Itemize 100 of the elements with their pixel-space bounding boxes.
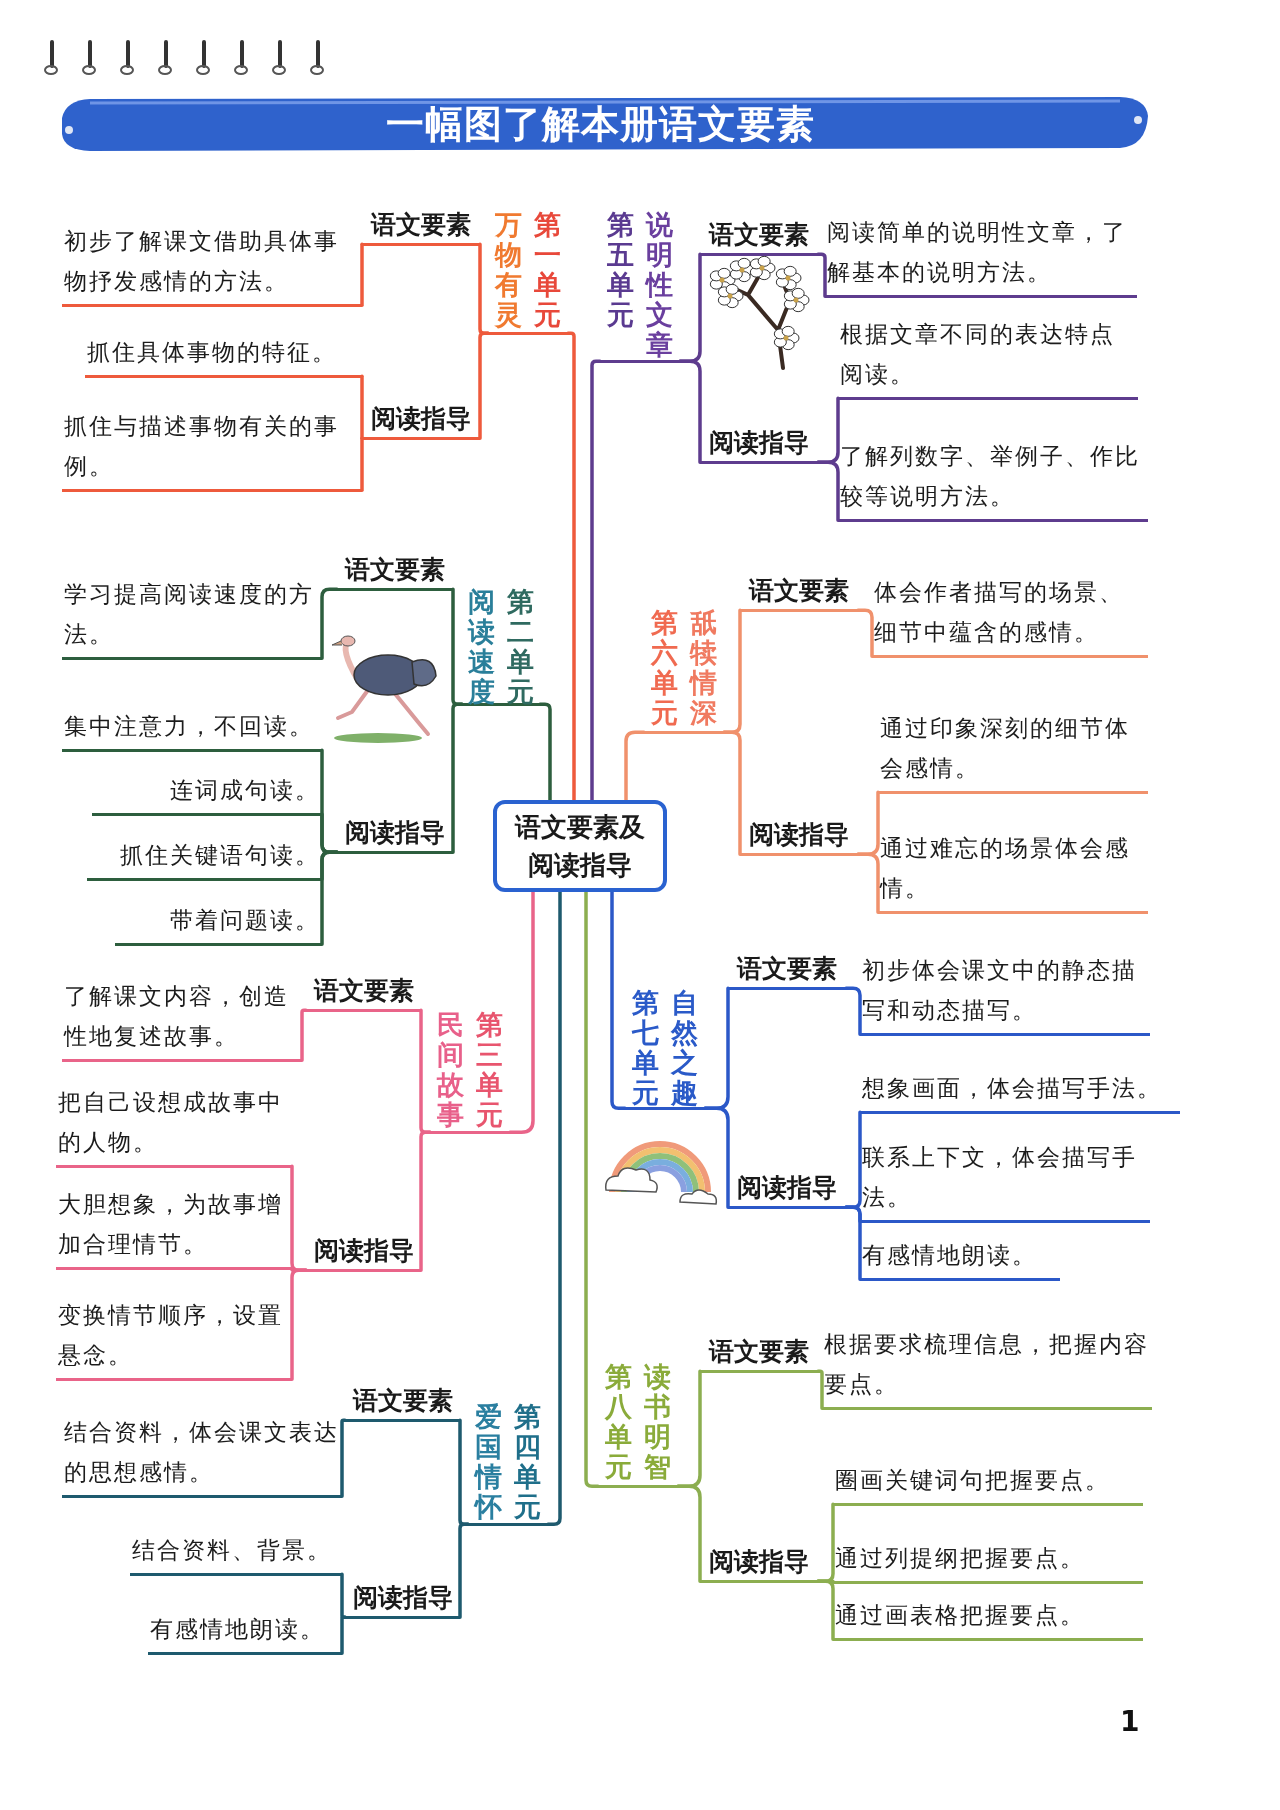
page-title: 一幅图了解本册语文要素 — [384, 101, 816, 148]
note-text: 变换情节顺序，设置悬念。 — [56, 1290, 292, 1381]
note-text: 结合资料，体会课文表达的思想感情。 — [62, 1410, 342, 1498]
unit-heading: 自然之趣 — [670, 988, 699, 1108]
note-text: 抓住关键语句读。 — [87, 836, 322, 881]
branch-line — [590, 359, 602, 802]
note-text: 体会作者描写的场景、细节中蕴含的感情。 — [872, 572, 1148, 658]
branch-line — [624, 730, 646, 802]
note-text: 根据文章不同的表达特点阅读。 — [838, 318, 1138, 400]
unit-heading: 第一单元 — [533, 210, 562, 330]
unit-heading: 第二单元 — [506, 587, 535, 707]
note-text: 根据要求梳理信息，把握内容要点。 — [822, 1328, 1152, 1410]
note-text: 了解课文内容，创造性地复述故事。 — [62, 975, 302, 1062]
branch-line — [844, 1205, 862, 1281]
note-text: 抓住具体事物的特征。 — [85, 336, 362, 378]
category-label: 语文要素 — [728, 952, 846, 990]
category-label: 阅读指导 — [362, 404, 480, 440]
unit-branch — [430, 1008, 510, 1134]
unit-heading: 第五单元 — [606, 210, 635, 330]
note-text: 通过印象深刻的细节体会感情。 — [878, 710, 1148, 794]
branch-line — [678, 359, 702, 464]
page-number: 1 — [1120, 1705, 1140, 1738]
note-text: 有感情地朗读。 — [860, 1240, 1060, 1281]
category-label: 语文要素 — [700, 218, 818, 256]
category-label: 阅读指导 — [740, 818, 858, 856]
note-text: 了解列数字、举例子、作比较等说明方法。 — [838, 432, 1148, 522]
branch-line — [538, 702, 552, 802]
branch-line — [451, 702, 464, 854]
unit-heading: 爱国情怀 — [474, 1402, 503, 1522]
branch-line — [584, 890, 600, 1488]
category-label: 语文要素 — [700, 1335, 818, 1373]
unit-heading: 第三单元 — [475, 1010, 504, 1130]
note-text: 结合资料、背景。 — [130, 1530, 342, 1576]
branch-line — [703, 1106, 730, 1209]
note-text: 阅读简单的说明性文章，了解基本的说明方法。 — [825, 218, 1137, 298]
branch-line — [320, 850, 339, 946]
category-label: 阅读指导 — [306, 1236, 421, 1272]
note-text: 圈画关键词句把握要点。 — [833, 1462, 1143, 1506]
branch-line — [856, 608, 874, 658]
branch-line — [816, 252, 827, 298]
category-label: 阅读指导 — [700, 428, 818, 464]
branch-line — [816, 460, 840, 522]
category-label: 阅读指导 — [345, 1583, 460, 1619]
category-label: 阅读指导 — [700, 1545, 818, 1583]
category-label: 语文要素 — [345, 1386, 460, 1422]
branch-line — [610, 890, 627, 1110]
note-text: 学习提高阅读速度的方法。 — [62, 572, 322, 660]
branch-line — [816, 1579, 835, 1641]
unit-branch — [488, 208, 568, 335]
unit-heading: 说明性文章 — [645, 210, 674, 360]
note-text: 集中注意力，不回读。 — [62, 712, 322, 752]
unit-heading: 读书明智 — [643, 1362, 672, 1482]
category-label: 语文要素 — [740, 574, 858, 612]
note-text: 大胆想象，为故事增加合理情节。 — [56, 1183, 292, 1270]
branch-line — [546, 890, 562, 1526]
branch-line — [566, 331, 576, 802]
note-text: 初步体会课文中的静态描写和动态描写。 — [860, 952, 1150, 1036]
unit-branch — [462, 585, 540, 706]
branch-line — [290, 1268, 308, 1381]
branch-line — [856, 852, 880, 914]
unit-branch — [468, 1400, 548, 1526]
branch-line — [300, 1008, 308, 1062]
branch-line — [340, 1418, 347, 1498]
note-text: 通过画表格把握要点。 — [833, 1598, 1143, 1641]
branch-line — [340, 1615, 347, 1655]
unit-branch — [600, 208, 680, 363]
branch-line — [816, 1369, 824, 1410]
category-label: 语文要素 — [306, 976, 421, 1012]
unit-heading: 万物有灵 — [494, 210, 523, 330]
category-label: 语文要素 — [362, 210, 480, 246]
unit-branch — [625, 986, 705, 1110]
category-label: 语文要素 — [337, 555, 453, 591]
branch-line — [722, 730, 742, 856]
branch-line — [320, 587, 339, 660]
unit-heading: 第四单元 — [513, 1402, 542, 1522]
unit-heading: 阅读速度 — [467, 587, 496, 707]
branch-line — [360, 436, 364, 492]
note-text: 通过列提纲把握要点。 — [833, 1540, 1143, 1584]
unit-heading: 舐犊情深 — [689, 608, 718, 728]
unit-heading: 第六单元 — [650, 608, 679, 728]
branch-line — [360, 374, 364, 440]
note-text: 想象画面，体会描写手法。 — [860, 1074, 1180, 1114]
branch-line — [844, 986, 862, 1036]
branch-line — [458, 1522, 470, 1619]
unit-heading: 民间故事 — [436, 1010, 465, 1130]
branch-line — [360, 242, 364, 307]
note-text: 带着问题读。 — [115, 900, 322, 946]
note-text: 有感情地朗读。 — [148, 1610, 342, 1655]
note-text: 联系上下文，体会描写手法。 — [860, 1138, 1150, 1223]
branch-line — [419, 1130, 432, 1272]
branch-line — [676, 1484, 702, 1583]
note-text: 抓住与描述事物有关的事例。 — [62, 400, 362, 492]
note-text: 初步了解课文借助具体事物抒发感情的方法。 — [62, 222, 362, 307]
note-text: 连词成句读。 — [92, 772, 322, 816]
branch-line — [340, 1572, 347, 1619]
category-label: 阅读指导 — [728, 1171, 846, 1209]
central-topic-box: 语文要素及阅读指导 — [493, 800, 667, 892]
unit-heading: 第八单元 — [604, 1362, 633, 1482]
unit-branch — [598, 1360, 678, 1488]
unit-heading: 第七单元 — [631, 988, 660, 1108]
